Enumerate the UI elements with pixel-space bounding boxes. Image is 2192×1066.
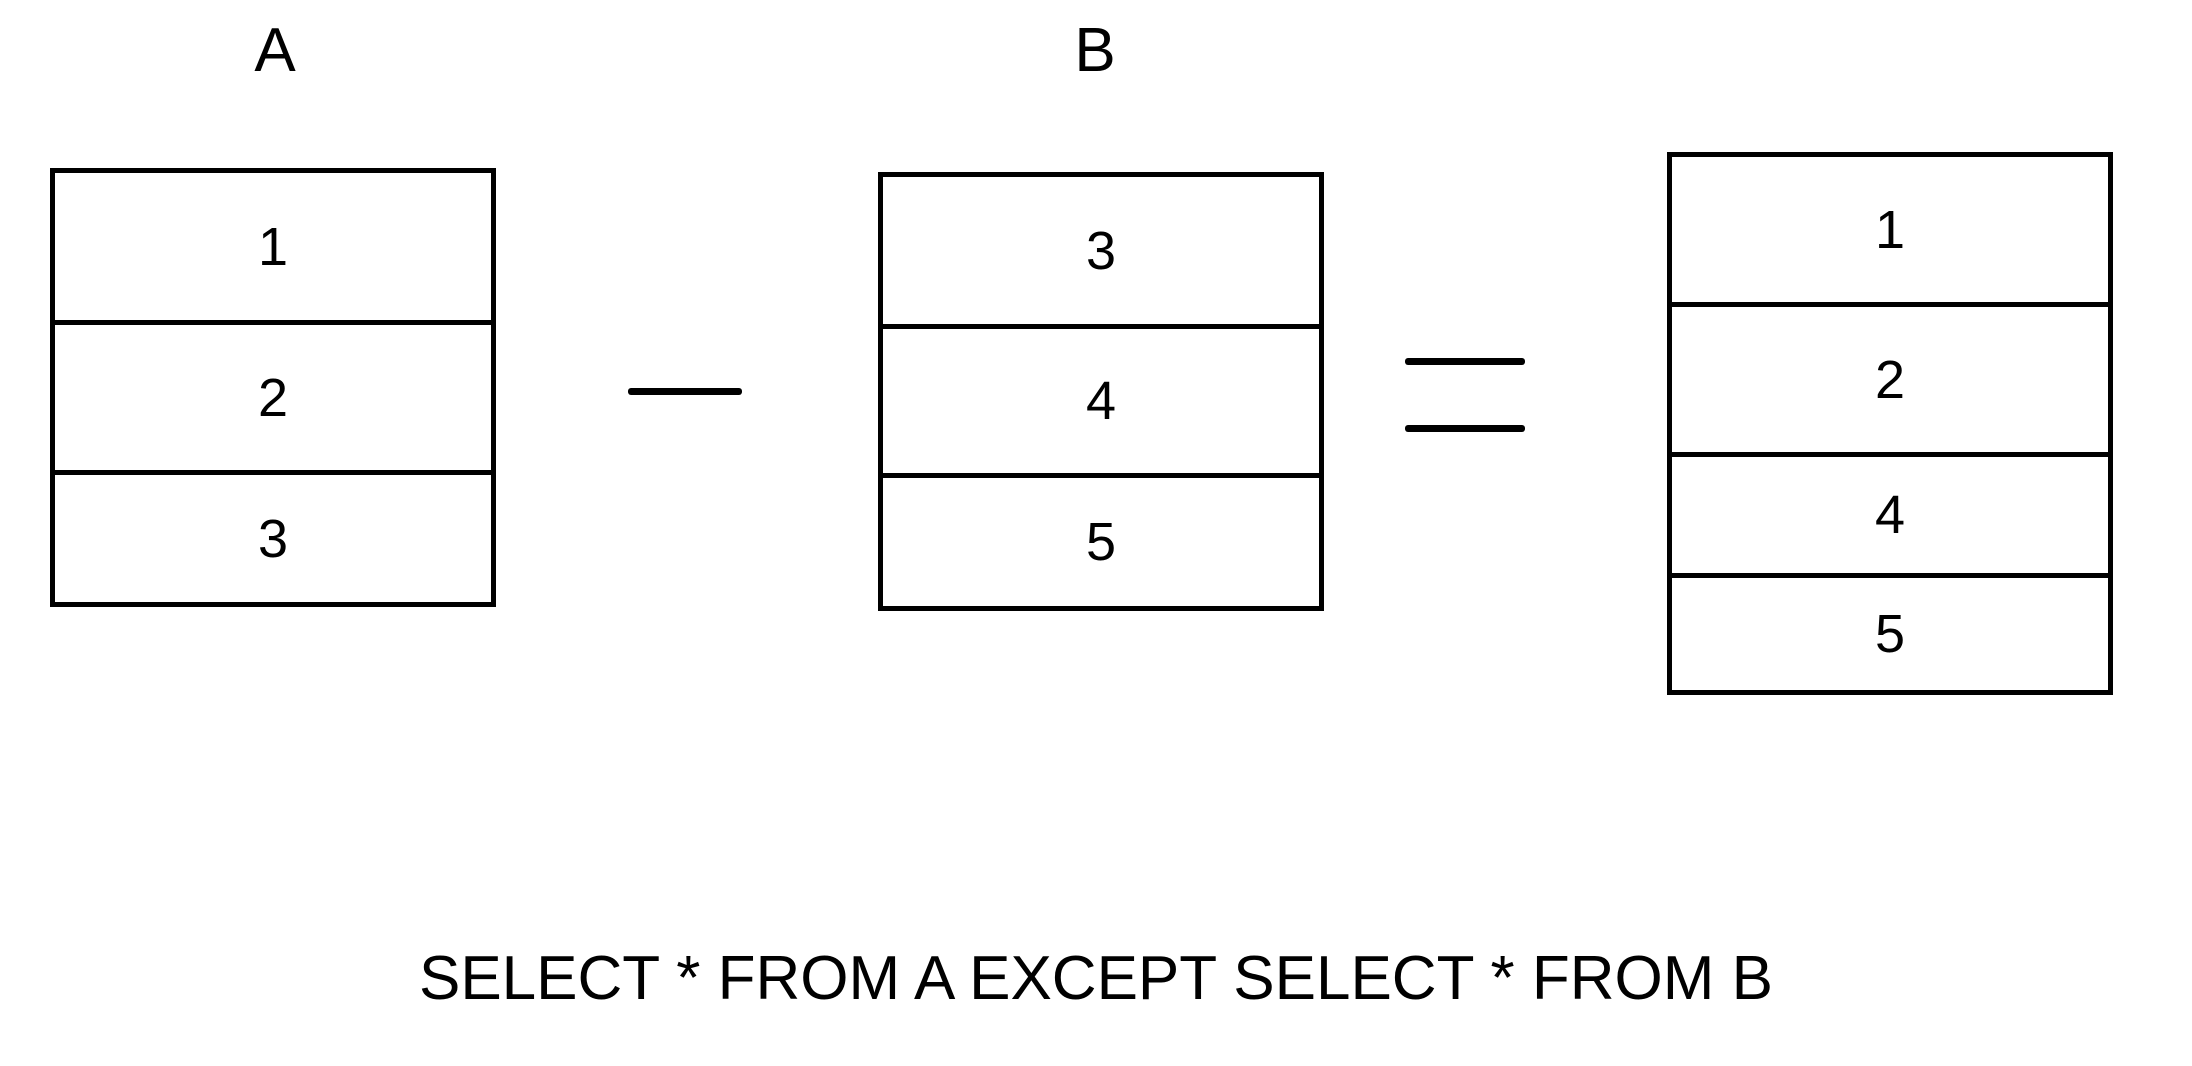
table-b-label: B <box>1074 16 1116 85</box>
equals-bar-bottom <box>1405 425 1525 432</box>
cell-value: 4 <box>1874 485 1906 545</box>
sql-caption: SELECT * FROM A EXCEPT SELECT * FROM B <box>418 944 1774 1013</box>
cell-value: 1 <box>1874 199 1906 260</box>
table-result: 1 2 4 5 <box>1667 152 2113 695</box>
cell-value: 5 <box>1085 512 1117 572</box>
cell-value: 1 <box>257 216 289 277</box>
cell-value: 4 <box>1085 371 1117 431</box>
cell-value: 2 <box>1874 349 1906 410</box>
minus-operator-icon <box>628 388 742 395</box>
table-a: 1 2 3 <box>50 168 496 607</box>
table-a-label: A <box>254 16 296 85</box>
table-row: 2 <box>1672 307 2108 457</box>
cell-value: 2 <box>257 367 289 428</box>
table-row: 1 <box>55 173 491 325</box>
equals-operator-icon <box>1405 358 1525 432</box>
table-row: 3 <box>883 177 1319 329</box>
table-row: 4 <box>883 329 1319 478</box>
table-row: 5 <box>1672 578 2108 690</box>
table-row: 3 <box>55 475 491 602</box>
cell-value: 3 <box>1085 220 1117 281</box>
table-row: 5 <box>883 478 1319 606</box>
table-row: 1 <box>1672 157 2108 307</box>
table-row: 4 <box>1672 457 2108 578</box>
table-row: 2 <box>55 325 491 475</box>
equals-bar-top <box>1405 358 1525 365</box>
cell-value: 5 <box>1874 604 1906 664</box>
table-b: 3 4 5 <box>878 172 1324 611</box>
cell-value: 3 <box>257 508 289 569</box>
